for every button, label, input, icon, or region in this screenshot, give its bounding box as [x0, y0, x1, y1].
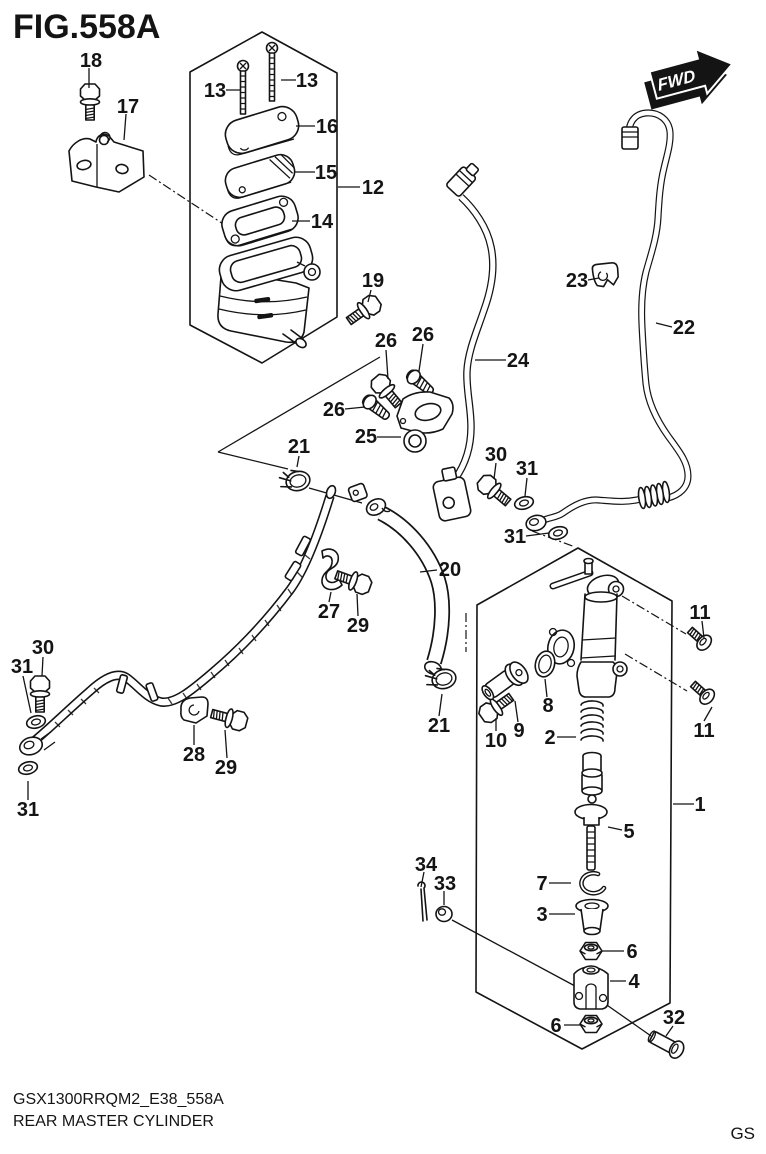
bolt-29a: [208, 703, 250, 733]
boot-3: [575, 898, 609, 936]
drawing-code: GSX1300RRQM2_E38_558A: [13, 1091, 224, 1108]
part-callout-21: 21: [288, 436, 310, 458]
part-callout-30: 30: [32, 637, 54, 659]
reservoir-body: [217, 236, 321, 349]
mount-screws-11: [683, 622, 719, 708]
clamp-23: [591, 262, 619, 288]
assembly-box-master-cylinder-1: [475, 547, 673, 1050]
gasket-8: [534, 650, 556, 678]
part-callout-34: 34: [415, 854, 438, 876]
part-callout-14: 14: [311, 211, 334, 233]
assembly-box-reservoir-12: [189, 31, 338, 364]
clamp-28: [180, 696, 209, 724]
part-callout-6: 6: [550, 1015, 561, 1037]
push-rod-5: [574, 803, 608, 871]
reservoir-cap-16: [224, 105, 300, 156]
part-callout-7: 7: [536, 873, 547, 895]
clevis-pin-32: [647, 1030, 685, 1059]
part-callout-26: 26: [412, 324, 434, 346]
part-callout-2: 2: [544, 727, 555, 749]
snap-ring-7: [579, 870, 607, 896]
leader-lines: [22, 68, 713, 1037]
brake-hose-20: [18, 484, 337, 756]
master-cylinder-body: [547, 557, 628, 698]
clip-27: [321, 548, 343, 591]
reservoir-diaphragm-15: [224, 153, 296, 199]
rear-cylinder-elbow-pipe: [347, 482, 451, 676]
page-corner-mark: GS: [730, 1124, 755, 1143]
part-callout-11: 11: [689, 602, 710, 624]
nut-6a: [579, 941, 603, 961]
bolt-18: [79, 83, 101, 121]
part-callout-22: 22: [673, 317, 695, 339]
part-callout-32: 32: [663, 1007, 685, 1029]
part-callout-29: 29: [347, 615, 369, 637]
part-callout-15: 15: [315, 162, 337, 184]
part-callout-33: 33: [434, 873, 456, 895]
hose-22-bellows: [637, 480, 671, 510]
part-callout-10: 10: [485, 730, 507, 752]
part-callout-6: 6: [626, 941, 637, 963]
reservoir-screws-13: [236, 41, 279, 115]
brake-hose-22: [525, 109, 692, 532]
part-callout-28: 28: [183, 744, 205, 766]
part-callout-13: 13: [204, 80, 226, 102]
part-callout-8: 8: [542, 695, 553, 717]
part-callout-23: 23: [566, 270, 588, 292]
bracket-25: [396, 391, 454, 453]
part-callout-11: 11: [693, 720, 714, 742]
reservoir-plate-14: [221, 195, 299, 247]
clevis-4: [573, 965, 609, 1010]
part-callout-31: 31: [516, 458, 538, 480]
brake-hose-24: [432, 162, 497, 522]
part-callout-27: 27: [318, 601, 340, 623]
part-callout-12: 12: [362, 177, 384, 199]
part-callout-5: 5: [623, 821, 634, 843]
part-callout-13: 13: [296, 70, 318, 92]
cotter-pin-34: [417, 881, 428, 922]
part-callout-19: 19: [362, 270, 384, 292]
bolt-30-left: [29, 675, 51, 713]
nut-6b: [579, 1014, 603, 1034]
part-callout-26: 26: [323, 399, 345, 421]
elbow-joint-9: [481, 661, 529, 701]
part-callout-30: 30: [485, 444, 507, 466]
part-callout-1: 1: [694, 794, 705, 816]
part-callout-3: 3: [536, 904, 547, 926]
part-callout-25: 25: [355, 426, 377, 448]
part-callout-31: 31: [17, 799, 39, 821]
bolt-29b: [332, 565, 375, 597]
part-callout-26: 26: [375, 330, 397, 352]
part-callout-31: 31: [11, 656, 33, 678]
part-callout-31: 31: [504, 526, 526, 548]
part-callout-24: 24: [507, 350, 530, 372]
washer-33: [435, 905, 453, 923]
part-callout-20: 20: [439, 559, 461, 581]
bracket-17: [68, 131, 145, 193]
bolt-19: [342, 291, 385, 330]
part-callout-21: 21: [428, 715, 450, 737]
drawing-title: REAR MASTER CYLINDER: [13, 1113, 214, 1130]
hose-clamp-21a: [276, 465, 313, 496]
part-callout-16: 16: [316, 116, 338, 138]
part-callout-4: 4: [628, 971, 640, 993]
fwd-direction-arrow: FWD: [644, 47, 735, 110]
figure-number: FIG.558A: [13, 8, 161, 46]
part-callout-9: 9: [513, 720, 524, 742]
part-callout-17: 17: [117, 96, 139, 118]
part-callout-29: 29: [215, 757, 237, 779]
piston-spring-2: [580, 700, 604, 804]
part-callout-18: 18: [80, 50, 102, 72]
hose-22-end-fitting: [621, 126, 639, 150]
